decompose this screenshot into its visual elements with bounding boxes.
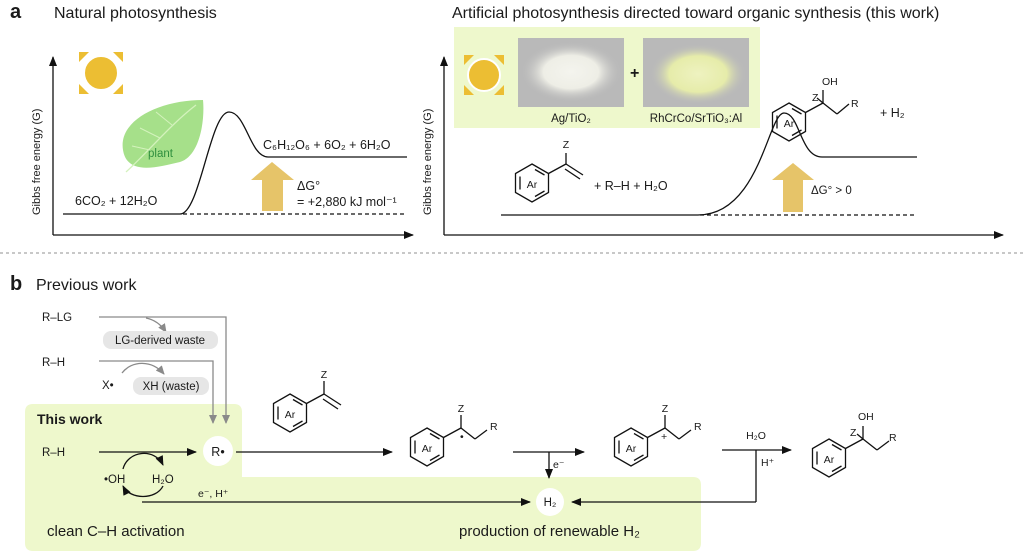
clean-ch-activation-label: clean C–H activation	[47, 523, 185, 540]
styrene-z-label: Z	[321, 369, 328, 381]
left-energy-profile	[63, 111, 407, 215]
radical-ring-label: Ar	[422, 443, 433, 455]
previous-work-title: Previous work	[36, 277, 137, 294]
benzylic-cation-structure	[613, 415, 692, 467]
left-energy-axes	[49, 56, 414, 239]
sun-icon-right	[464, 55, 504, 95]
right-delta-g: ΔG° > 0	[811, 185, 852, 197]
this-work-title: This work	[37, 411, 103, 427]
natural-photosynthesis-title: Natural photosynthesis	[54, 5, 217, 22]
leaf-icon	[122, 100, 204, 173]
benzylic-radical-structure	[409, 415, 488, 467]
left-delta-g-label: ΔG°	[297, 179, 320, 193]
proton-label: H⁺	[761, 457, 775, 469]
final-z-label: Z	[850, 427, 857, 439]
rhcrco-srtio3-powder-photo	[643, 38, 749, 107]
water-label: H₂O	[152, 474, 174, 486]
product-r-label: R	[851, 98, 859, 110]
styrene-ring-label: Ar	[285, 409, 296, 421]
oh-radical-label: •OH	[104, 474, 125, 486]
left-delta-g-value: = +2,880 kJ mol⁻¹	[297, 195, 397, 209]
lg-waste-branch-arrow	[145, 317, 167, 333]
left-reactants: 6CO₂ + 12H₂O	[75, 194, 158, 208]
catalyst-1-label: Ag/TiO₂	[551, 113, 591, 125]
oh-to-water-curved-arrow	[122, 452, 164, 470]
radical-r-label: R	[490, 421, 498, 433]
delta-g-arrow-left	[251, 162, 294, 211]
xh-waste-label: XH (waste)	[143, 381, 200, 393]
xh-waste-pill	[133, 377, 209, 395]
r-lg-arrow	[99, 316, 230, 424]
lg-waste-pill	[103, 331, 218, 349]
final-r-label: R	[889, 432, 897, 444]
right-y-axis-label: Gibbs free energy (G)	[422, 109, 434, 215]
panel-b-letter: b	[10, 273, 22, 295]
water-to-oh-curved-arrow	[122, 485, 164, 498]
delta-g-arrow-right	[772, 163, 814, 212]
h2-bubble	[536, 488, 564, 516]
final-ring-label: Ar	[824, 454, 835, 466]
radical-z-label: Z	[458, 403, 465, 415]
ag-tio2-powder-photo	[518, 38, 624, 107]
hydration-water-label: H₂O	[746, 430, 766, 442]
r-h-previous-arrow	[99, 360, 217, 424]
product-ring-label: Ar	[784, 118, 795, 130]
r-h-label: R–H	[42, 447, 65, 459]
electron-label: e⁻	[553, 459, 565, 471]
leaf-label: plant	[148, 148, 174, 160]
h2-label: H₂	[544, 497, 557, 509]
product-oh-label: OH	[822, 76, 838, 88]
product-h2: + H₂	[880, 106, 905, 120]
cation-r-label: R	[694, 421, 702, 433]
cation-ring-label: Ar	[626, 443, 637, 455]
electron-proton-label: e⁻, H⁺	[198, 488, 229, 500]
reactant-z-label: Z	[563, 139, 570, 151]
r-radical-bubble	[203, 436, 233, 466]
cation-z-label: Z	[662, 403, 669, 415]
radical-dot: •	[460, 431, 464, 443]
r-lg-label: R–LG	[42, 312, 72, 324]
styrene-reagent-structure	[272, 381, 342, 433]
left-products: C₆H₁₂O₆ + 6O₂ + 6H₂O	[263, 138, 391, 152]
alcohol-product-structure	[771, 90, 850, 142]
r-h-previous-label: R–H	[42, 357, 65, 369]
this-work-highlight-region	[25, 404, 701, 551]
x-radical-label: X•	[102, 380, 114, 392]
cation-charge: +	[661, 431, 667, 443]
styrene-structure	[514, 153, 584, 203]
right-energy-axes	[440, 56, 1004, 239]
sun-icon	[79, 52, 123, 94]
xh-waste-branch-arrow	[121, 362, 165, 375]
r-radical-label: R•	[211, 445, 224, 459]
product-z-label: Z	[812, 92, 819, 104]
catalyst-plus: +	[630, 65, 639, 82]
alcohol-final-structure	[811, 426, 890, 478]
right-energy-profile	[501, 112, 917, 216]
renewable-h2-label: production of renewable H₂	[459, 523, 640, 540]
reactant-ring-label: Ar	[527, 179, 538, 191]
artificial-photosynthesis-title: Artificial photosynthesis directed towar…	[452, 5, 939, 22]
left-y-axis-label: Gibbs free energy (G)	[31, 109, 43, 215]
catalyst-2-label: RhCrCo/SrTiO₃:Al	[650, 113, 742, 125]
right-reactants-rest: + R–H + H₂O	[594, 179, 668, 193]
panel-a-letter: a	[10, 1, 22, 23]
final-oh-label: OH	[858, 411, 874, 423]
lg-waste-label: LG-derived waste	[115, 335, 205, 347]
